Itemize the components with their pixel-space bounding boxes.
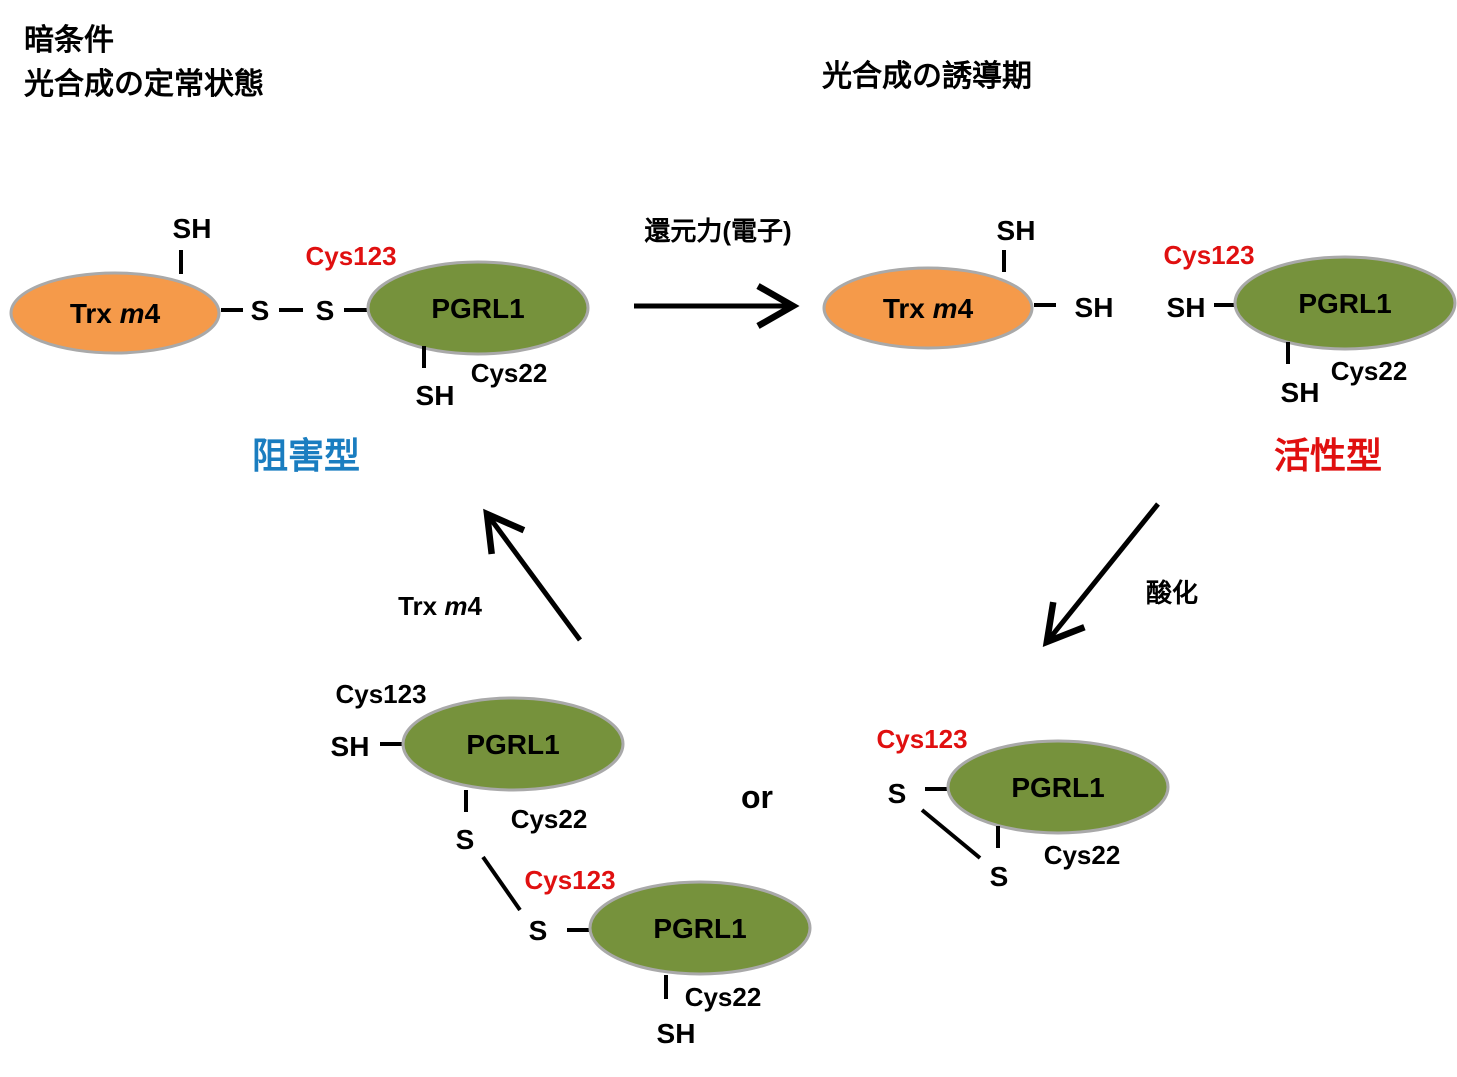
pgrl1-label: PGRL1 [653, 913, 746, 944]
cys123-label: Cys123 [1163, 240, 1254, 270]
sh-residue: SH [1075, 292, 1114, 323]
trx-arrow-label: Trx m4 [398, 591, 482, 621]
trx-m4-label: Trx m4 [70, 298, 161, 329]
pgrl1-ellipse [588, 880, 812, 976]
oxidation-arrow [1042, 502, 1160, 647]
pgrl1-ellipse [401, 696, 625, 792]
cys22-label: Cys22 [511, 804, 588, 834]
intramolecular-disulfide: Cys123 S PGRL1 S Cys22 [876, 724, 1170, 892]
cys22-label: Cys22 [471, 358, 548, 388]
cys123-label-black: Cys123 [335, 679, 426, 709]
sh-residue: SH [416, 380, 455, 411]
sh-residue: SH [1281, 377, 1320, 408]
s-residue: S [888, 778, 907, 809]
inhibited-complex: Trx m4 SH S S Cys123 PGRL1 SH Cys22 [9, 213, 590, 411]
s-residue: S [990, 861, 1009, 892]
sh-residue: SH [1167, 292, 1206, 323]
active-state-label: 活性型 [1274, 435, 1382, 476]
sh-residue: SH [997, 215, 1036, 246]
s-residue: S [456, 824, 475, 855]
condition-dark: 暗条件 [24, 24, 114, 57]
cys123-label: Cys123 [524, 865, 615, 895]
pgrl1-ellipse [946, 739, 1170, 835]
active-complex: Trx m4 SH SH Cys123 SH PGRL1 SH Cys22 [822, 215, 1457, 408]
cys22-label: Cys22 [685, 982, 762, 1012]
bond [481, 855, 522, 912]
intermolecular-disulfide: Cys123 SH PGRL1 Cys22 S Cys123 S PGRL1 C… [331, 679, 812, 1049]
reduction-label: 還元力(電子) [644, 216, 791, 246]
condition-induction: 光合成の誘導期 [822, 59, 1032, 93]
oxidation-label: 酸化 [1146, 578, 1198, 608]
pgrl1-ellipse [1233, 255, 1457, 351]
trx-return-arrow [483, 508, 583, 642]
trx-m4-ellipse [822, 266, 1034, 350]
cys123-label: Cys123 [305, 241, 396, 271]
pgrl1-ellipse [366, 260, 590, 356]
pgrl1-label: PGRL1 [466, 729, 559, 760]
s-residue: S [529, 915, 548, 946]
pgrl1-label: PGRL1 [1298, 288, 1391, 319]
sh-residue: SH [173, 213, 212, 244]
trx-m4-label: Trx m4 [883, 293, 974, 324]
pgrl1-label: PGRL1 [431, 293, 524, 324]
pgrl1-label: PGRL1 [1011, 772, 1104, 803]
s-residue: S [316, 295, 335, 326]
cys22-label: Cys22 [1044, 840, 1121, 870]
s-residue: S [251, 295, 270, 326]
inhibited-state-label: 阻害型 [252, 435, 360, 476]
bond [920, 808, 982, 860]
cys22-label: Cys22 [1331, 356, 1408, 386]
cys123-label: Cys123 [876, 724, 967, 754]
sh-residue: SH [331, 731, 370, 762]
sh-residue: SH [657, 1018, 696, 1049]
or-connector: or [741, 779, 773, 815]
trx-m4-ellipse [9, 271, 221, 355]
condition-steady-state: 光合成の定常状態 [24, 67, 264, 101]
